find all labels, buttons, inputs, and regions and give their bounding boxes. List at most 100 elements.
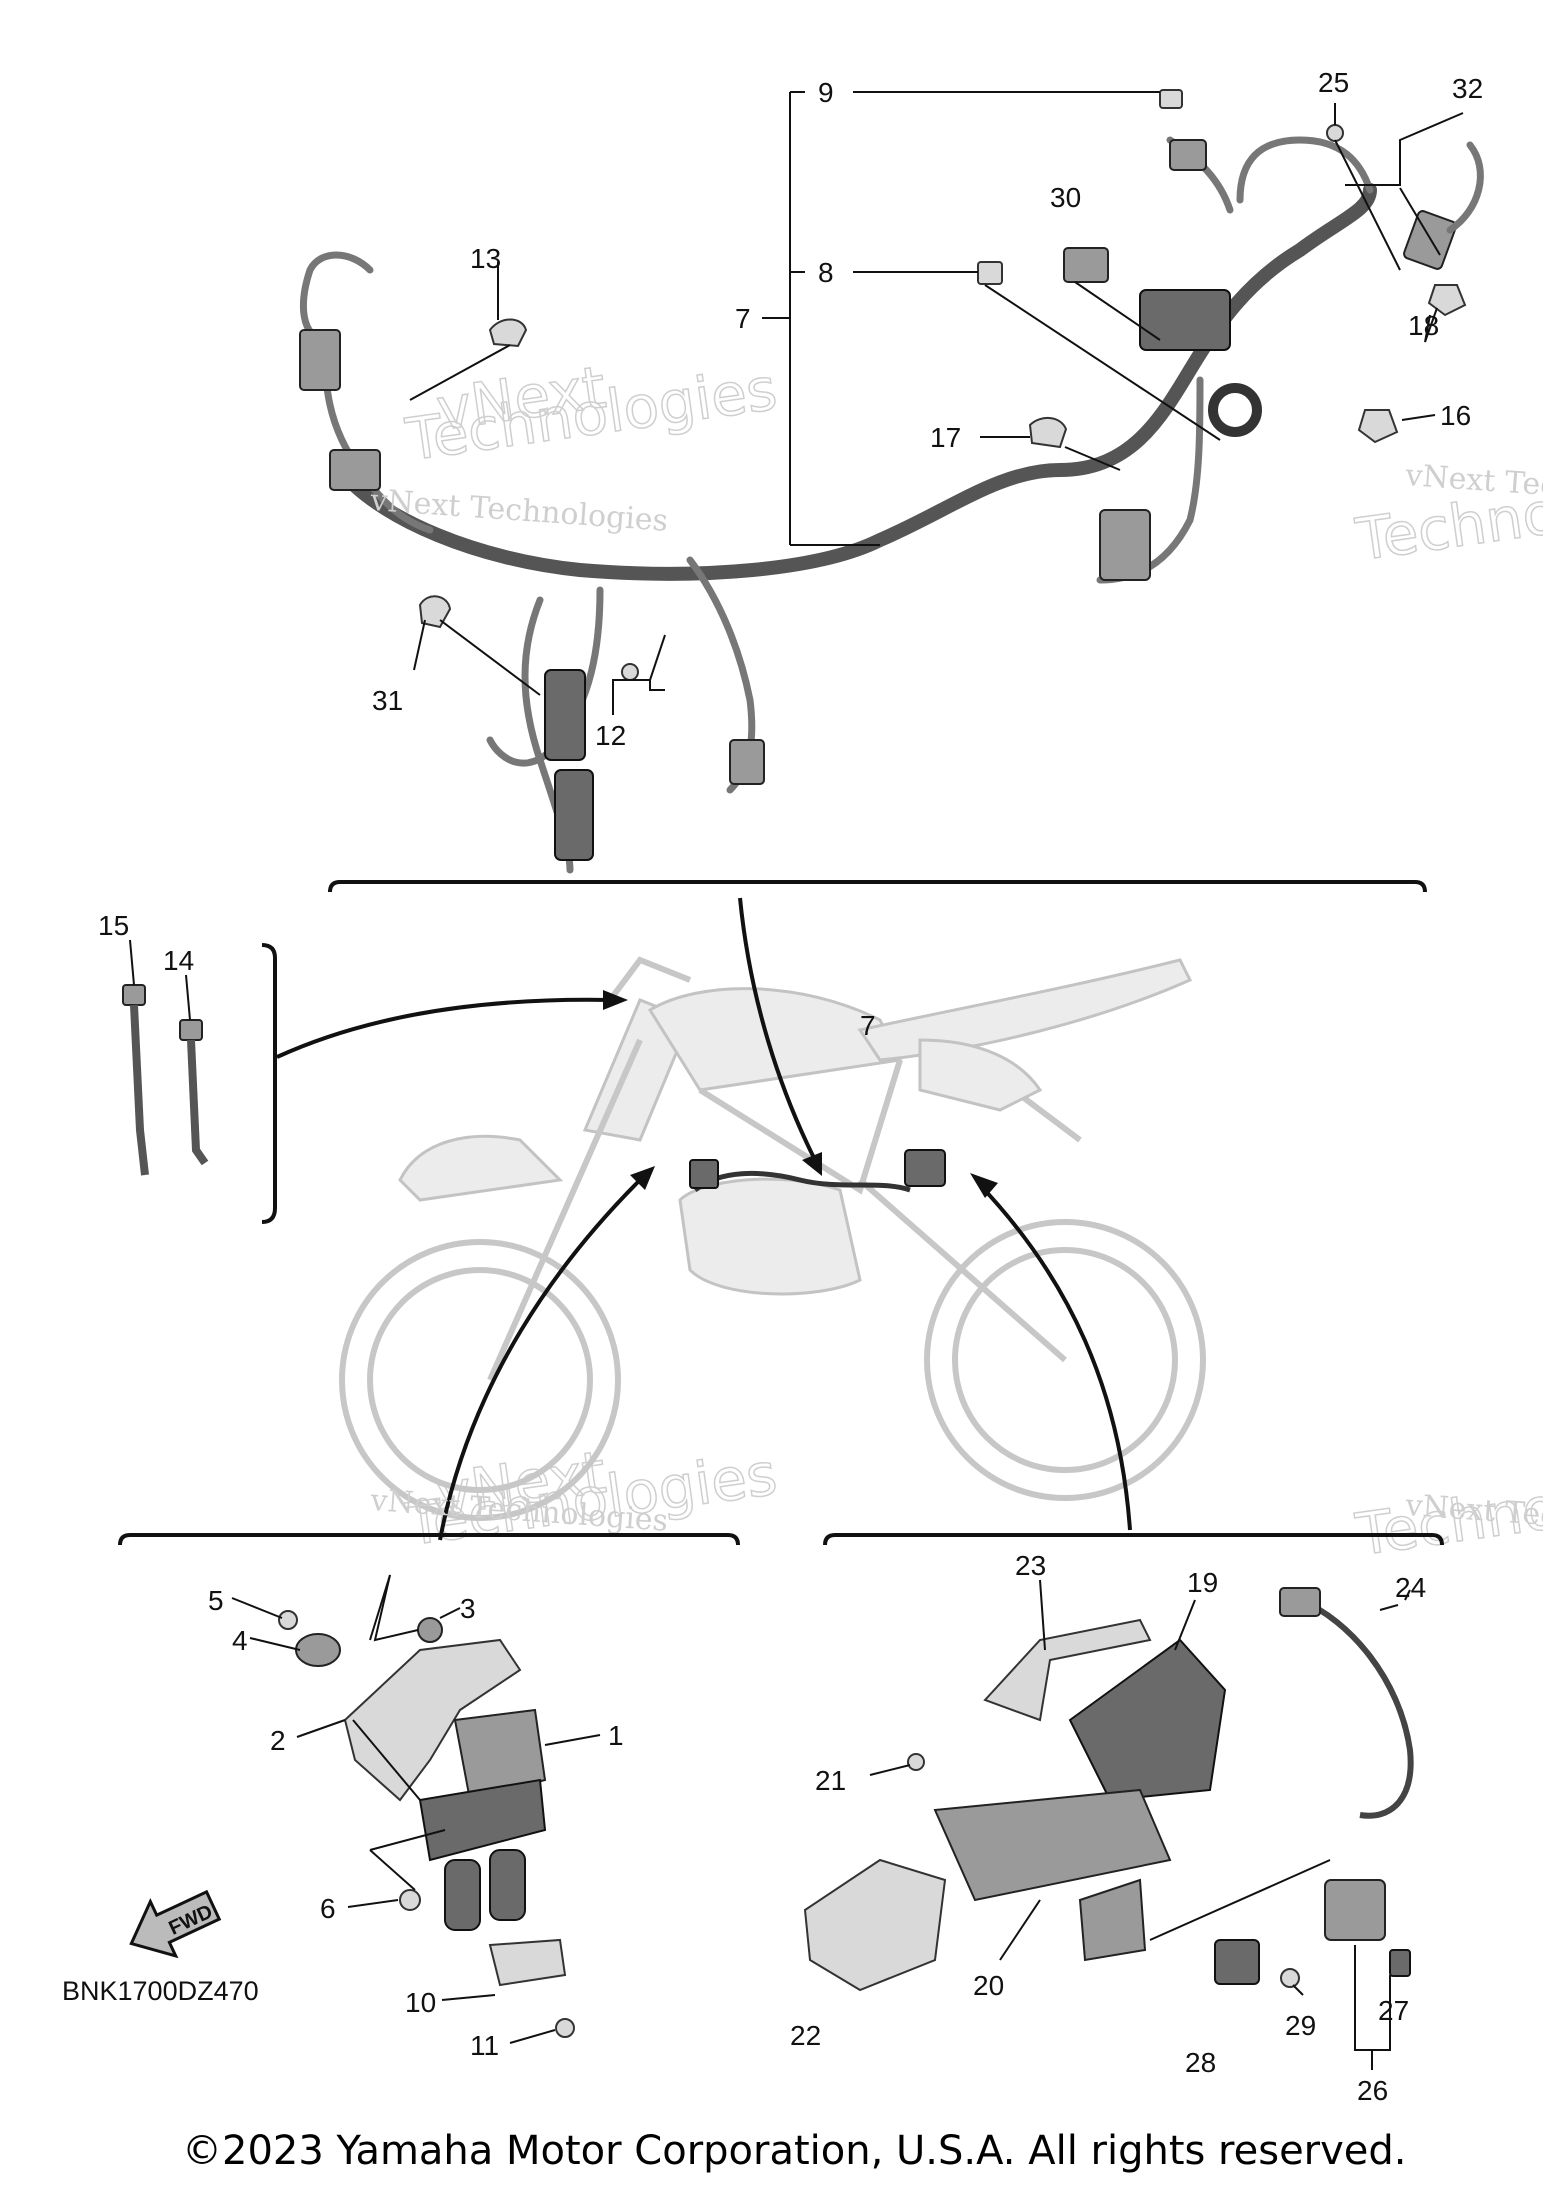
callout-8: 8 — [818, 257, 834, 288]
part-16-clamp — [1357, 409, 1399, 444]
fwd-arrow-icon — [129, 1889, 222, 1959]
part-25-bolt — [1326, 124, 1344, 142]
installed-harness — [693, 1171, 911, 1193]
cable-ties: 15 14 — [98, 910, 209, 1176]
callout-1: 1 — [608, 1720, 624, 1751]
callout-4: 4 — [232, 1625, 248, 1656]
part-29-nut — [1280, 1968, 1300, 1988]
installed-connector — [689, 1159, 719, 1189]
part-6-bolt — [399, 1889, 421, 1911]
harness-connector — [329, 449, 381, 491]
part-18-clamp — [1427, 284, 1467, 317]
copyright-notice: ©2023 Yamaha Motor Corporation, U.S.A. A… — [182, 2128, 1407, 2174]
motorcycle-illustration — [339, 956, 1206, 1521]
callout-25: 25 — [1318, 67, 1349, 98]
callout-18: 18 — [1408, 310, 1439, 341]
part-2-bracket — [343, 1638, 522, 1802]
callout-20: 20 — [973, 1970, 1004, 2001]
part-31-band — [418, 595, 452, 629]
harness-connector — [729, 739, 765, 785]
part-3-bolt — [417, 1617, 443, 1643]
part-21-bolt — [907, 1753, 925, 1771]
part-1-coil-boot — [489, 1849, 526, 1921]
wire-harness-assembly — [299, 136, 1484, 874]
bottom-right-leaders: 23 19 24 21 20 22 28 29 27 26 — [790, 1550, 1426, 2106]
part-8-connector — [977, 261, 1003, 285]
handlebar — [607, 956, 692, 1002]
swingarm — [858, 1177, 1067, 1363]
callout-30: 30 — [1050, 182, 1081, 213]
part-24-terminal — [1279, 1587, 1321, 1617]
part-5-nut — [278, 1610, 298, 1630]
part-17-clamp — [1028, 417, 1068, 449]
harness-branch-32 — [1446, 141, 1484, 234]
part-1-coil-boot — [444, 1859, 481, 1931]
top-callouts: 9 8 7 30 25 32 18 16 17 13 31 12 — [372, 67, 1483, 751]
arrow-ecu — [978, 1183, 1132, 1531]
callout-9: 9 — [818, 77, 834, 108]
harness-connector — [299, 329, 341, 391]
part-11-screw — [555, 2018, 575, 2038]
part-28-holder — [1214, 1939, 1260, 1985]
ignition-coil-assembly — [278, 1610, 575, 2038]
callout-11: 11 — [470, 2030, 499, 2061]
callout-15: 15 — [98, 910, 129, 941]
callout-26: 26 — [1357, 2075, 1388, 2106]
seat — [857, 958, 1193, 1062]
harness-connector — [1169, 139, 1207, 171]
part-20-tray — [933, 1788, 1172, 1902]
callout-16: 16 — [1440, 400, 1471, 431]
callout-32: 32 — [1452, 73, 1483, 104]
part-23-stay — [983, 1618, 1152, 1722]
fuel-tank — [647, 987, 903, 1092]
section-divider-bottom-left — [118, 1533, 740, 1546]
harness-relay-block — [1139, 289, 1231, 351]
harness-connector — [1099, 509, 1151, 581]
callout-7: 7 — [735, 303, 751, 334]
part-10-plate — [488, 1938, 567, 1987]
part-13-clamp — [488, 318, 528, 348]
harness-trunk — [333, 183, 1377, 581]
callout-21: 21 — [815, 1765, 846, 1796]
callout-27: 27 — [1378, 1995, 1409, 2026]
engine — [678, 1177, 862, 1296]
harness-branch-top — [1236, 136, 1374, 204]
callout-12: 12 — [595, 720, 626, 751]
side-panel — [918, 1038, 1043, 1112]
callout-3: 3 — [460, 1593, 476, 1624]
callout-2: 2 — [270, 1725, 286, 1756]
watermark-group: Technologies vNext Technologies Technolo… — [401, 352, 1543, 1570]
fwd-indicator: FWD — [129, 1889, 222, 1959]
bottom-left-leaders: 5 4 3 2 1 6 10 11 — [208, 1574, 624, 2061]
part-26-relay — [1324, 1879, 1386, 1941]
front-fender — [398, 1134, 564, 1202]
callout-7-bike: 7 — [860, 1010, 876, 1041]
part-14-cable-tie-head — [179, 1019, 203, 1041]
part-27-fuse — [1389, 1949, 1411, 1977]
front-wheel — [339, 1239, 621, 1521]
part-14-cable-tie-strap — [187, 1039, 209, 1166]
callout-13: 13 — [470, 243, 501, 274]
top-leader-lines — [409, 91, 1464, 715]
part-15-cable-tie-head — [122, 984, 146, 1006]
ecu-assembly — [803, 1587, 1414, 1992]
part-4-damper — [295, 1633, 341, 1667]
pointer-arrows: 7 — [276, 897, 1132, 1541]
part-15-cable-tie-strap — [130, 1004, 149, 1176]
callout-6: 6 — [320, 1893, 336, 1924]
harness-connector — [544, 669, 586, 761]
callout-23: 23 — [1015, 1550, 1046, 1581]
diagram-code: BNK1700DZ470 — [62, 1976, 259, 2006]
harness-branch-loop — [299, 251, 374, 344]
part-30-relay — [1063, 247, 1109, 283]
section-divider-bottom-right — [823, 1533, 1444, 1546]
bracket-cable-ties — [261, 943, 277, 1224]
callout-22: 22 — [790, 2020, 821, 2051]
callout-29: 29 — [1285, 2010, 1316, 2041]
arrow-cable-ties — [276, 997, 611, 1059]
callout-17: 17 — [930, 422, 961, 453]
part-1-coil-base — [418, 1778, 547, 1862]
callout-10: 10 — [405, 1987, 436, 2018]
part-20-tray-tab — [1078, 1878, 1147, 1962]
callout-31: 31 — [372, 685, 403, 716]
